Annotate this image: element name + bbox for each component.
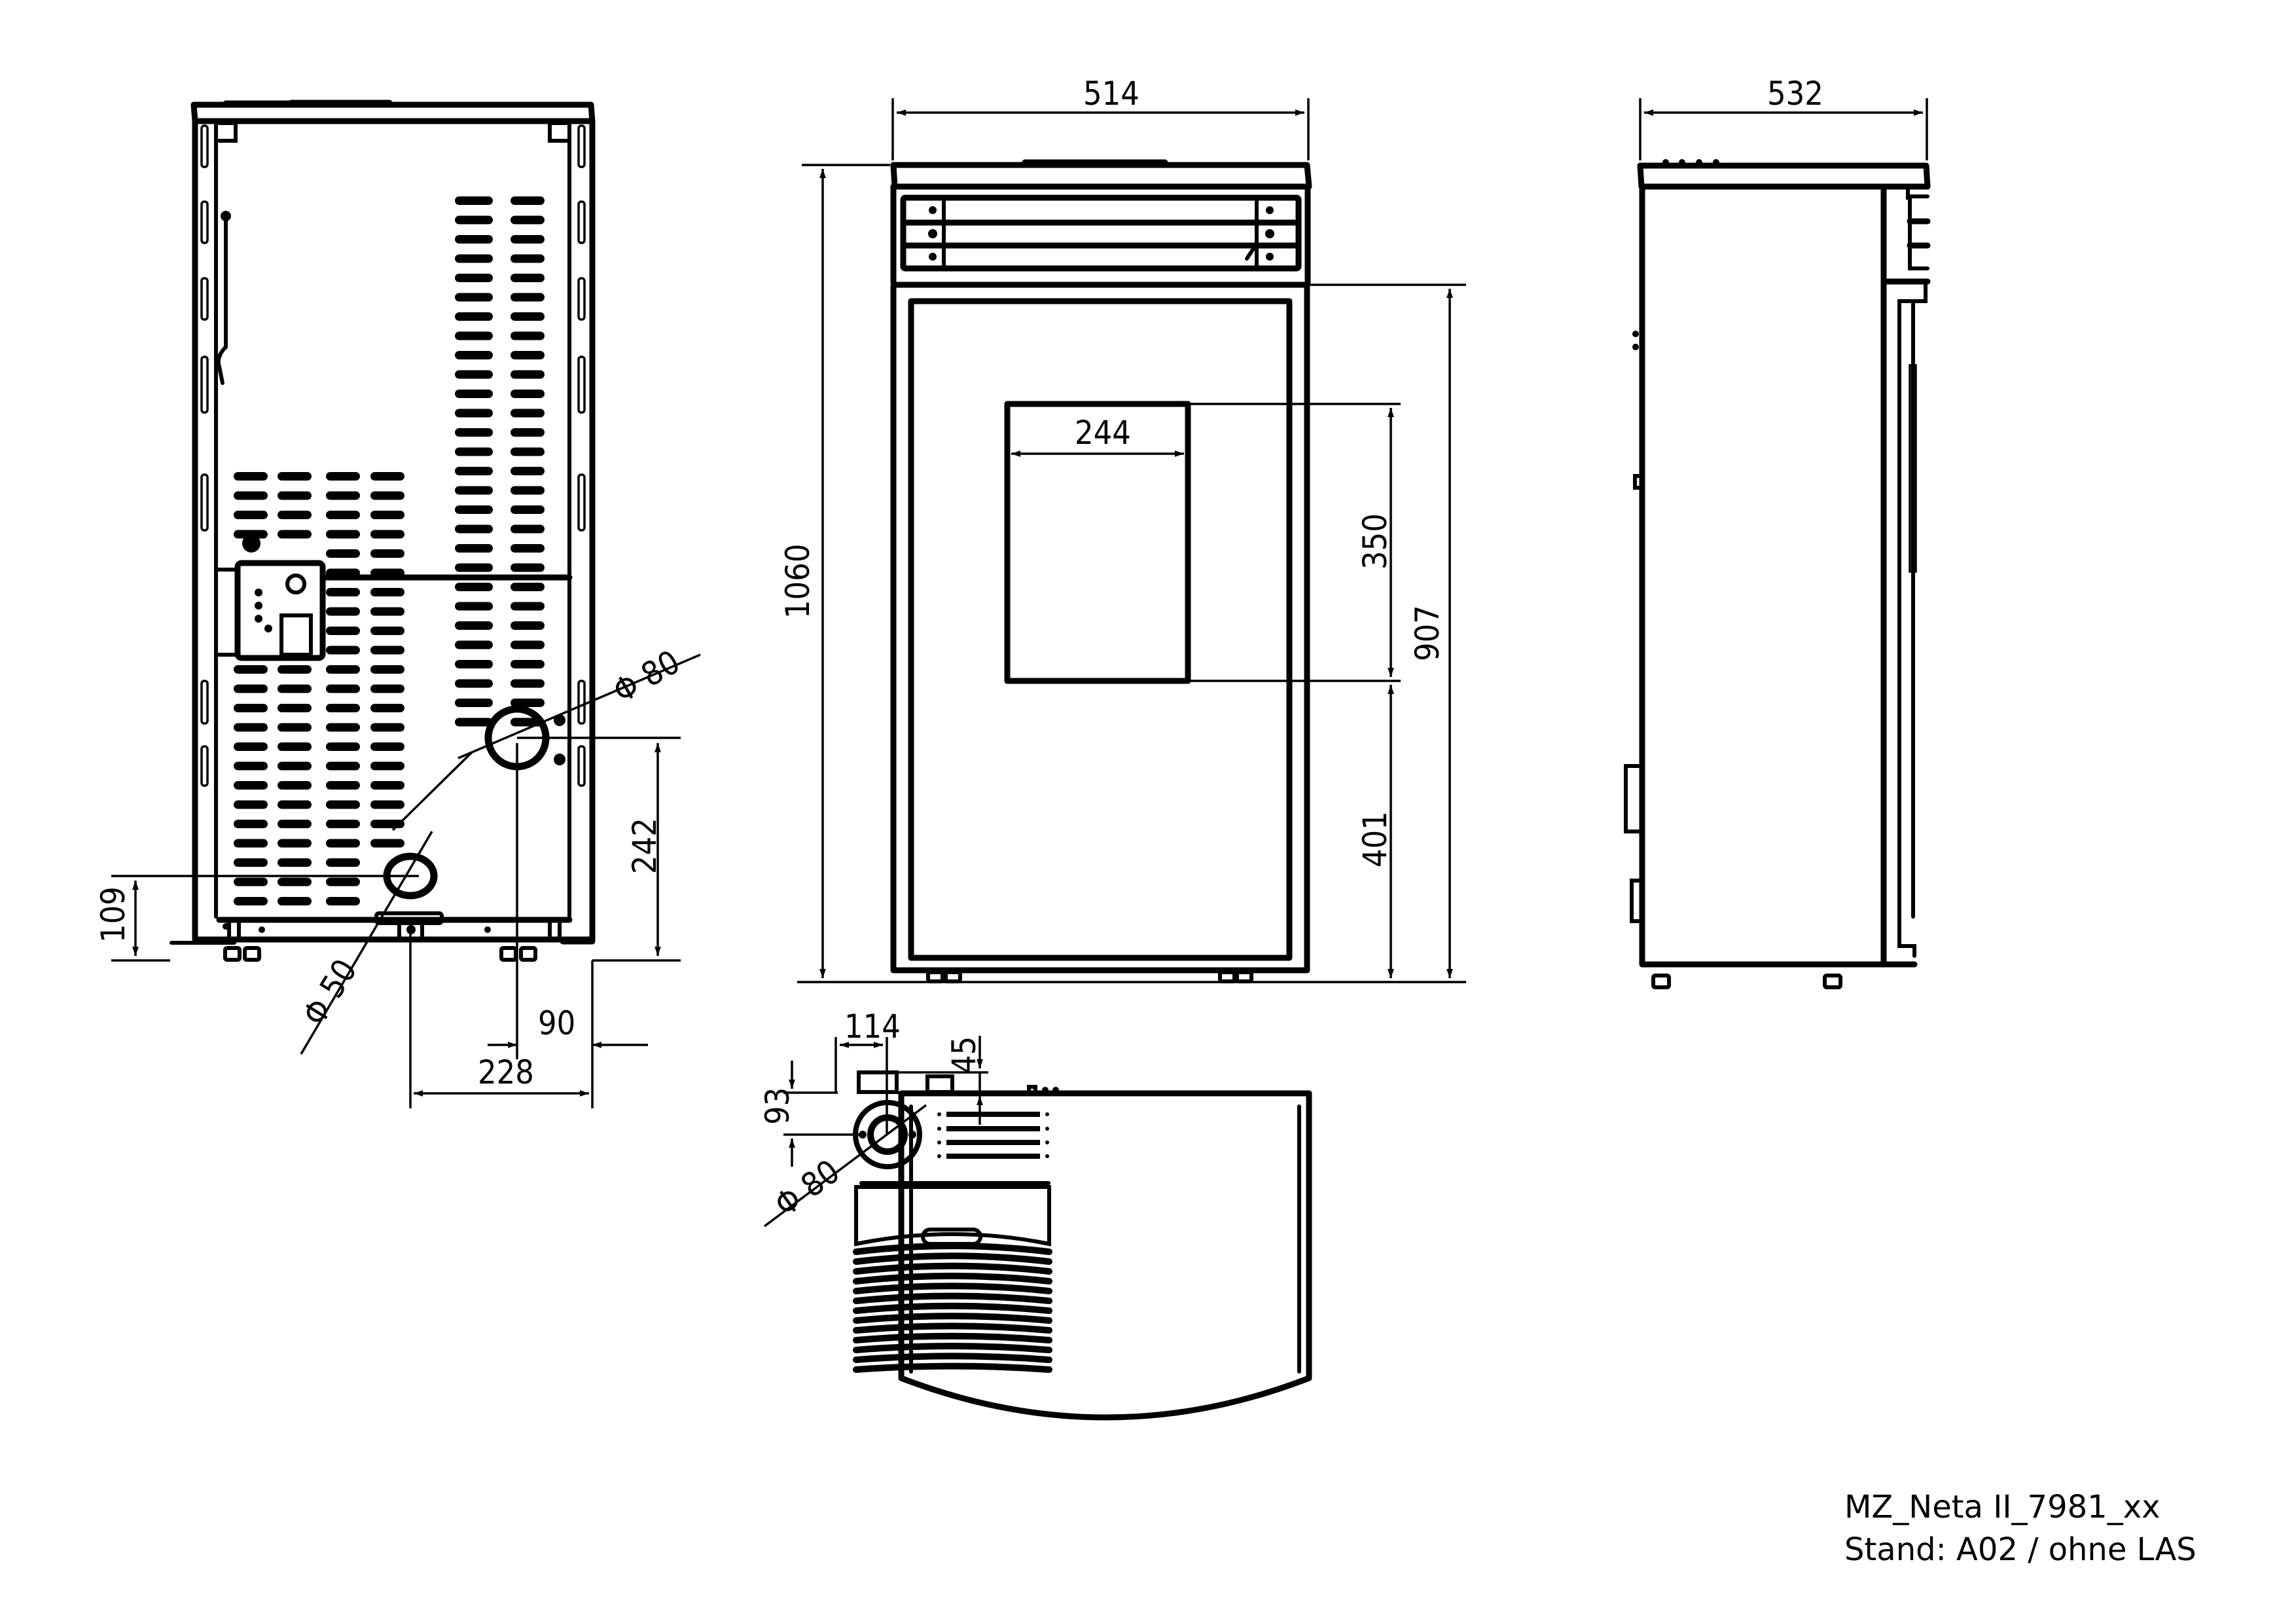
top-view: 114 93 45 Φ 80 [759, 1008, 1312, 1421]
rear-side-slots [200, 124, 586, 787]
front-window-bottom-label: 401 [1356, 811, 1394, 867]
top-vent-slots [937, 1112, 1049, 1159]
front-width-label: 514 [1083, 75, 1139, 113]
rear-vent-slots [234, 196, 545, 905]
rear-view: Φ 80 Φ 50 109 242 90 228 [94, 100, 701, 1108]
top-louvres [853, 1243, 1052, 1373]
top-flue-diameter-label: Φ 80 [768, 1152, 847, 1224]
rear-inlet-offset-label: 228 [478, 1053, 534, 1091]
front-view: 514 1060 907 350 401 244 [779, 75, 1466, 983]
side-dimensions: 532 [1639, 75, 1928, 160]
rear-flue-height-label: 242 [626, 818, 664, 874]
status-label: Stand: A02 / ohne LAS [1844, 1531, 2197, 1568]
front-grille [900, 194, 1302, 272]
model-label: MZ_Neta II_7981_xx [1844, 1489, 2161, 1525]
top-flue-side-offset-label: 114 [844, 1008, 901, 1046]
rear-inlet-height-label: 109 [94, 886, 132, 943]
title-block: MZ_Neta II_7981_xx Stand: A02 / ohne LAS [1844, 1489, 2197, 1568]
front-window-height-label: 350 [1356, 513, 1394, 570]
front-door-height-label: 907 [1408, 605, 1446, 661]
rear-flue-offset-label: 90 [538, 1004, 575, 1042]
front-window-width-label: 244 [1075, 414, 1131, 452]
front-door [890, 282, 1310, 974]
front-height-label: 1060 [779, 544, 817, 619]
front-dimensions: 514 1060 907 350 401 244 [779, 75, 1466, 983]
top-outlet-offset-label: 45 [945, 1036, 983, 1074]
top-flue-back-offset-label: 93 [759, 1087, 797, 1125]
pellet-hopper-lid [854, 1181, 1051, 1247]
front-feet [926, 970, 1253, 983]
control-panel [216, 534, 573, 661]
rear-dimensions: Φ 80 Φ 50 109 242 90 228 [94, 643, 701, 1108]
rear-flue-diameter-label: Φ 80 [607, 643, 687, 711]
side-view: 532 [1624, 75, 1931, 989]
side-depth-label: 532 [1767, 75, 1823, 113]
rear-feet [170, 938, 596, 962]
